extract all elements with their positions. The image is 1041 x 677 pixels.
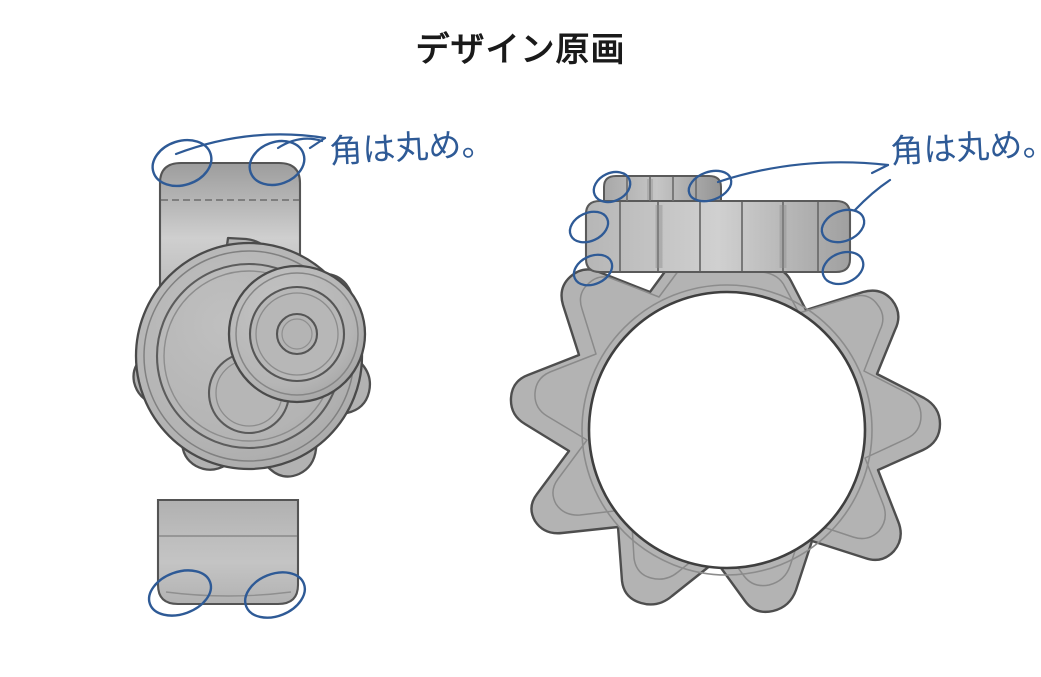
leader-right-b: [853, 178, 892, 212]
circle-right-crown-bot-left: [572, 253, 614, 287]
knob-center-highlight: [281, 318, 313, 350]
gear-body: [509, 253, 942, 614]
circle-right-crown-low-left: [568, 210, 610, 244]
circle-left-band-bottom-left: [147, 569, 213, 617]
circle-right-crown-bot-right: [821, 250, 865, 286]
leader-lines-right: [716, 161, 892, 212]
leader-left-b: [276, 137, 324, 150]
leader-right-a: [716, 161, 890, 184]
figure-left-view: [132, 133, 372, 619]
leader-right-arrow: [870, 163, 890, 175]
watch-band-bottom: [156, 498, 300, 606]
leader-left-a: [174, 133, 327, 156]
crown-knob: [227, 264, 367, 404]
band-bottom-edge-hint: [165, 591, 292, 597]
band-bottom-body: [156, 498, 300, 606]
annotation-note-left: 角は丸め。: [328, 123, 495, 171]
annotation-note-right: 角は丸め。: [889, 123, 1041, 171]
circle-right-crown-up-left: [592, 170, 632, 204]
circle-right-crown-low-right: [820, 208, 866, 244]
crown-ridges-lower: [584, 199, 852, 274]
circle-left-band-bottom-right: [244, 571, 306, 619]
figure-right-view: [509, 161, 942, 614]
knob-center: [275, 312, 319, 356]
crown-lower-body: [584, 199, 852, 274]
crown-lower-seams: [619, 202, 819, 271]
circle-left-band-top-right: [248, 139, 306, 187]
circle-left-band-top-left: [151, 138, 213, 188]
page-title: デザイン原画: [415, 31, 626, 69]
markup-right-corners: [568, 169, 866, 287]
leader-left-arrow: [308, 136, 327, 150]
crown-upper-seams: [626, 177, 697, 201]
center-hole-outer-highlight: [581, 284, 873, 576]
leader-lines-left: [174, 133, 327, 156]
knob-outer-highlight: [235, 272, 359, 396]
center-hole: [587, 290, 867, 570]
knob-mid-highlight: [255, 292, 339, 376]
markup-left-corners: [147, 138, 306, 619]
